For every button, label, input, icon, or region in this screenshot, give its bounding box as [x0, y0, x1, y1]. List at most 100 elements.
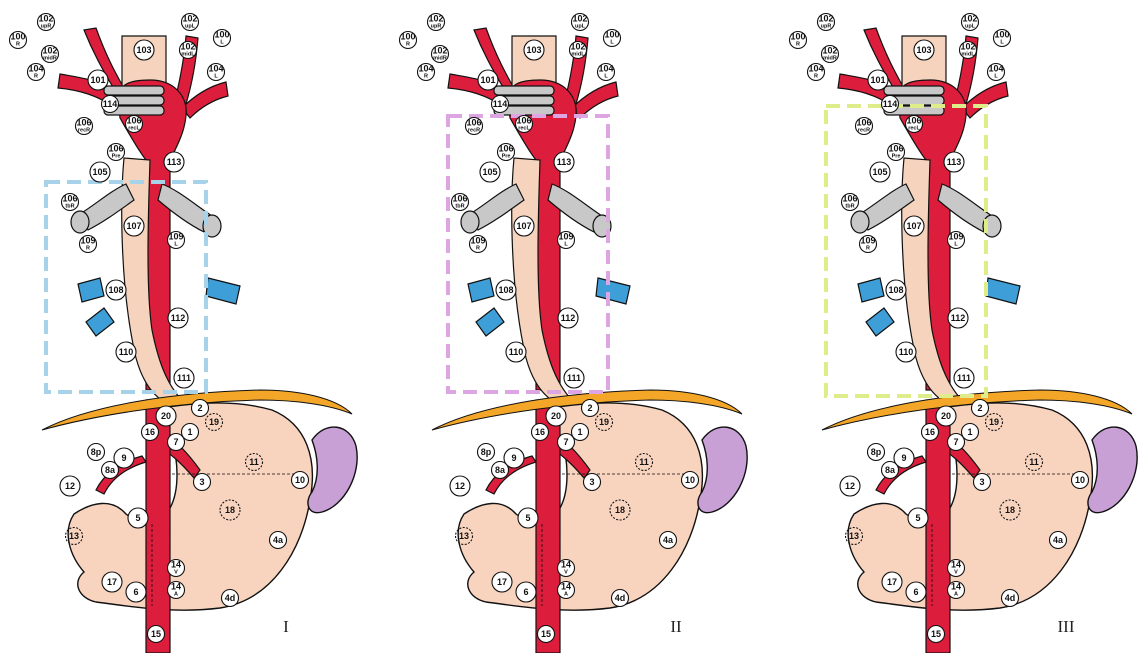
- node-number: 8p: [91, 447, 102, 457]
- lymph-node-station: 106Pre: [888, 144, 905, 161]
- lymph-node-station: 14V: [168, 560, 185, 577]
- lymph-node-station: 106recR: [76, 118, 93, 135]
- node-number: 11: [249, 457, 259, 467]
- node-number: 15: [931, 629, 941, 639]
- lymph-node-station: 102midR: [432, 46, 449, 63]
- node-subscript: R: [866, 246, 870, 252]
- node-number: 113: [557, 157, 572, 167]
- lymph-node-station: 2: [972, 400, 989, 417]
- node-number: 2: [197, 403, 202, 413]
- node-number: 5: [135, 513, 140, 523]
- node-subscript: recR: [78, 128, 90, 134]
- lymph-node-station: 104L: [598, 64, 615, 81]
- node-number: 13: [69, 531, 79, 541]
- lymph-node-station: 12: [60, 476, 80, 496]
- node-number: 102: [962, 14, 977, 24]
- lymph-node-station: 101: [868, 70, 888, 90]
- node-subscript: R: [424, 74, 428, 80]
- lymph-node-station: 109L: [168, 232, 185, 249]
- node-number: 100: [604, 30, 619, 40]
- node-number: 17: [887, 577, 897, 587]
- node-number: 106: [516, 116, 531, 126]
- node-number: 8a: [495, 465, 506, 475]
- panel-2: 100R102upR102midR104R102upL100L102midL10…: [400, 14, 748, 653]
- node-subscript: R: [86, 246, 90, 252]
- lymph-node-station: 109L: [948, 232, 965, 249]
- node-subscript: R: [34, 74, 38, 80]
- node-number: 114: [883, 99, 898, 109]
- node-number: 16: [925, 427, 935, 437]
- node-number: 19: [989, 417, 999, 427]
- node-number: 106: [62, 194, 77, 204]
- lymph-node-station: 16: [922, 424, 939, 441]
- lymph-node-station: 17: [102, 572, 122, 592]
- lymph-node-station: 15: [148, 626, 165, 643]
- node-number: 4a: [1053, 535, 1064, 545]
- lymph-node-station: 103: [524, 40, 544, 60]
- node-number: 102: [38, 14, 53, 24]
- node-number: 19: [599, 417, 609, 427]
- lymph-node-station: 17: [492, 572, 512, 592]
- node-number: 18: [615, 505, 625, 515]
- node-number: 107: [516, 221, 531, 231]
- node-number: 19: [209, 417, 219, 427]
- node-number: 106: [498, 144, 513, 154]
- panel-3: 100R102upR102midR104R102upL100L102midL10…: [790, 14, 1138, 653]
- lymph-node-station: 4a: [270, 532, 287, 549]
- node-number: 10: [685, 475, 695, 485]
- lymph-node-station: 6: [126, 582, 146, 602]
- node-subscript: recL: [518, 126, 530, 132]
- lymph-node-station: 100R: [790, 32, 807, 49]
- node-number: 17: [107, 577, 117, 587]
- node-number: 6: [523, 587, 528, 597]
- node-subscript: A: [564, 592, 568, 598]
- node-number: 8a: [105, 465, 116, 475]
- node-subscript: R: [796, 42, 800, 48]
- lymph-node-station: 5: [128, 508, 148, 528]
- node-subscript: recL: [908, 126, 920, 132]
- lymph-node-station: 102midR: [42, 46, 59, 63]
- panel-1: 100R102upR102midR104R102upL100L102midL10…: [10, 14, 358, 653]
- node-number: 14: [561, 582, 571, 592]
- lymph-node-station: 112: [558, 308, 578, 328]
- lymph-node-station: 108: [496, 280, 516, 300]
- node-number: 20: [161, 411, 171, 421]
- lymph-node-station: 100R: [400, 32, 417, 49]
- lymph-node-station: 8a: [492, 462, 509, 479]
- node-number: 112: [951, 313, 966, 323]
- lymph-node-station: 107: [124, 216, 144, 236]
- lymph-node-station: 110: [506, 342, 526, 362]
- lymph-node-station: 1: [962, 424, 979, 441]
- node-number: 8a: [885, 465, 896, 475]
- lymph-node-station: 113: [164, 152, 184, 172]
- node-number: 104: [988, 64, 1003, 74]
- node-number: 10: [295, 475, 305, 485]
- panel-label: II: [670, 617, 682, 636]
- node-subscript: midL: [181, 52, 195, 58]
- lymph-node-station: 20: [156, 406, 176, 426]
- lymph-node-station: 10: [682, 472, 699, 489]
- lymph-node-station: 4d: [612, 590, 629, 607]
- node-number: 14: [951, 560, 961, 570]
- lymph-node-station: 8p: [868, 444, 885, 461]
- node-number: 102: [180, 42, 195, 52]
- node-number: 110: [119, 347, 134, 357]
- lymph-node-station: 102upR: [818, 14, 835, 31]
- node-number: 108: [888, 285, 903, 295]
- node-number: 100: [10, 32, 25, 42]
- lymph-node-station: 4a: [1050, 532, 1067, 549]
- lymph-node-station: 104R: [28, 64, 45, 81]
- node-number: 1: [187, 427, 192, 437]
- node-subscript: R: [16, 42, 20, 48]
- lymph-node-station: 110: [896, 342, 916, 362]
- node-subscript: recR: [858, 128, 870, 134]
- node-number: 101: [480, 75, 495, 85]
- lymph-node-station: 100L: [604, 30, 621, 47]
- node-number: 10: [1075, 475, 1085, 485]
- node-number: 102: [818, 14, 833, 24]
